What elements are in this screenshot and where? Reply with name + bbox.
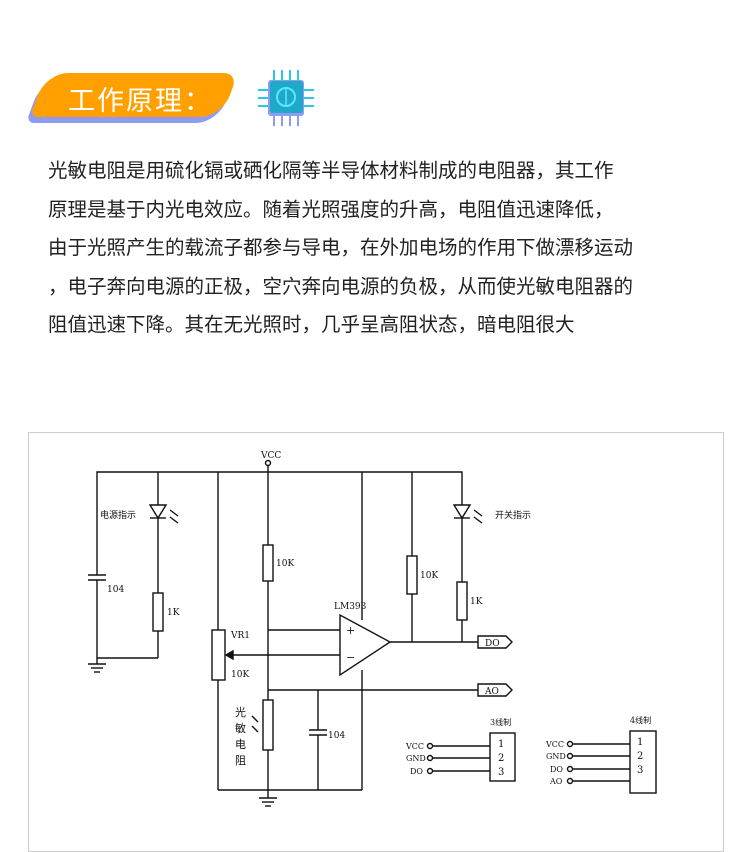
c2-label: 104 [328, 731, 345, 741]
vr1-label: VR1 [230, 631, 250, 641]
chip-label: LM393 [334, 602, 367, 612]
pin-number: 2 [637, 751, 643, 762]
minus-sign: − [346, 651, 355, 664]
section-badge: 工作原理： [25, 73, 239, 123]
plus-sign: + [346, 624, 355, 637]
conn3-title: 3线制 [490, 717, 511, 727]
c1-label: 104 [107, 585, 124, 595]
paragraph-line: 原理是基于内光电效应。随着光照强度的升高，电阻值迅速降低， [48, 197, 614, 221]
pin-label: GND [546, 752, 566, 761]
ldr-label: 敏 [235, 721, 246, 735]
r2-label: 10K [276, 559, 294, 569]
vcc-label: VCC [260, 451, 281, 461]
power-led-label: 电源指示 [100, 509, 136, 521]
paragraph-line: 光敏电阻是用硫化镉或硒化隔等半导体材料制成的电阻器，其工作 [48, 159, 614, 182]
pin-label: DO [410, 767, 423, 776]
pin-label: VCC [545, 740, 564, 749]
pin-label: DO [550, 765, 563, 774]
do-tag: DO [485, 639, 500, 649]
paragraph-line: 由于光照产生的载流子都参与导电，在外加电场的作用下做漂移运动 [48, 236, 634, 259]
ldr-label: 阻 [235, 754, 246, 767]
switch-led-label: 开关指示 [495, 509, 531, 521]
pin-label: GND [406, 754, 426, 763]
pin-number: 1 [637, 737, 643, 748]
ldr-label: 光 [235, 705, 246, 719]
pin-number: 1 [498, 739, 504, 750]
section-title: 工作原理： [68, 86, 213, 117]
ao-tag: AO [484, 687, 499, 697]
paragraph-line: 阻值迅速下降。其在无光照时，几乎呈高阻状态，暗电阻很大 [48, 313, 575, 336]
pin-number: 2 [498, 753, 504, 764]
vr1-value: 10K [231, 670, 249, 680]
pin-label: VCC [405, 742, 424, 751]
description-paragraph: 光敏电阻是用硫化镉或硒化隔等半导体材料制成的电阻器，其工作 原理是基于内光电效应… [48, 152, 738, 345]
r1-label: 1K [167, 608, 180, 618]
conn4-title: 4线制 [630, 715, 651, 725]
pin-number: 3 [498, 767, 504, 778]
pin-label: AO [549, 777, 563, 786]
r4-label: 1K [470, 597, 483, 607]
paragraph-line: ，电子奔向电源的正极，空穴奔向电源的负极，从而使光敏电阻器的 [48, 274, 634, 298]
ldr-label: 电 [235, 738, 246, 751]
pin-number: 3 [637, 765, 643, 776]
r3-label: 10K [420, 571, 438, 581]
ai-chip-icon [258, 70, 314, 126]
